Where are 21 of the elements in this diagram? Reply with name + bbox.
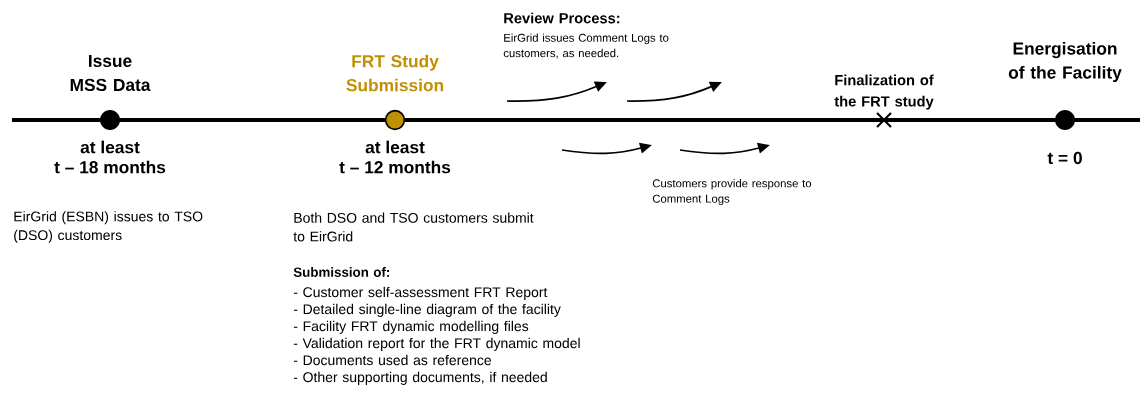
time-label: at least	[365, 140, 425, 154]
time-label: t = 0	[1047, 151, 1082, 165]
time-label: t – 18 months	[54, 160, 166, 174]
milestone-heading: Issue MSS Data	[70, 54, 151, 92]
list-item: - Customer self-assessment FRT Report	[293, 286, 548, 300]
list-item: - Detailed single-line diagram of the facility	[293, 303, 561, 317]
list-item: - Other supporting documents, if needed	[293, 371, 547, 385]
milestone-heading: FRT Study Submission	[346, 54, 444, 92]
list-item: - Facility FRT dynamic modelling files	[293, 320, 529, 334]
note-text: EirGrid issues Comment Logs to customers, as needed.	[503, 33, 669, 59]
list-item: - Documents used as reference	[293, 354, 492, 366]
milestone-heading: Energisation of the Facility	[1008, 41, 1122, 83]
description-text: EirGrid (ESBN) issues to TSO (DSO) customers	[14, 211, 203, 243]
heading-text: Submission of:	[293, 267, 390, 277]
time-label: t – 12 months	[339, 160, 451, 174]
time-label: at least	[80, 140, 140, 154]
milestone-heading: Finalization of the FRT study	[834, 74, 934, 110]
heading-text: Review Process:	[504, 12, 620, 24]
note-text: Customers provide response to Comment Logs	[652, 179, 812, 205]
list-item: - Validation report for the FRT dynamic model	[293, 337, 580, 351]
description-text: Both DSO and TSO customers submit to EirGrid	[293, 212, 534, 242]
